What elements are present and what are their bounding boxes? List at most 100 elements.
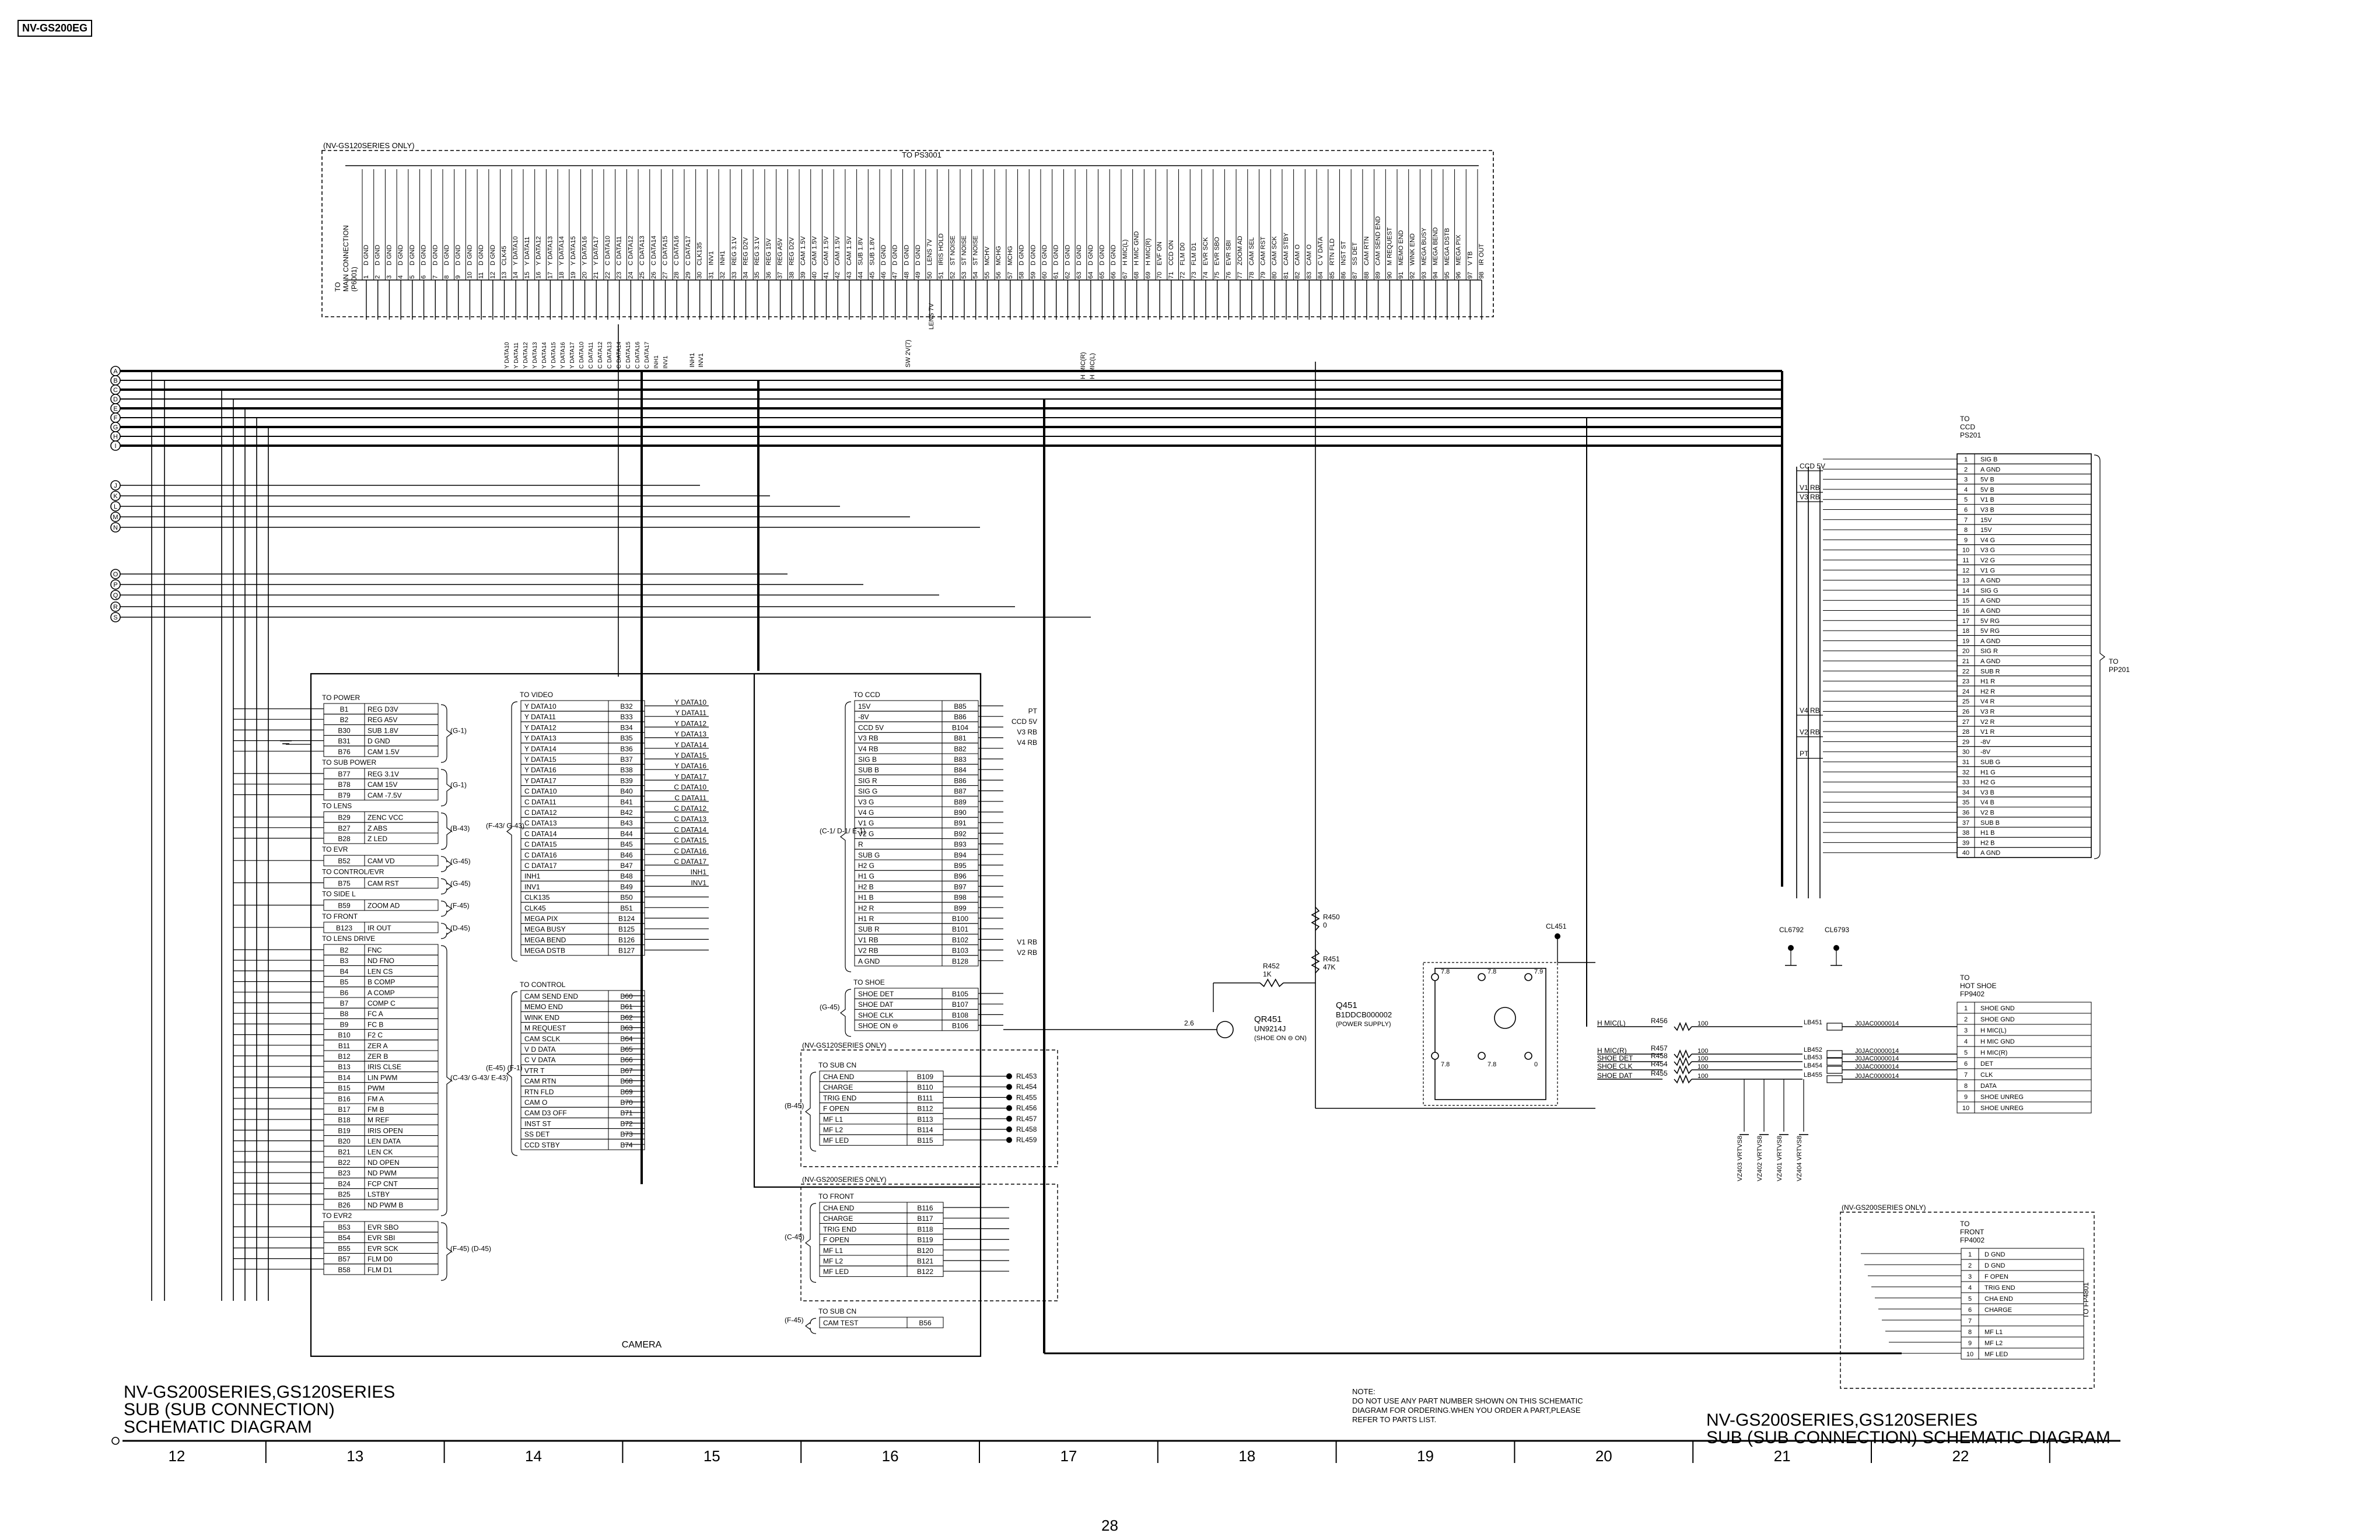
resistor-ref: R457 [1651,1044,1668,1052]
pin-number: 37 [1962,820,1969,827]
pin-number: 40 [1962,850,1969,857]
group-brace [440,901,452,917]
pin-number: 4 [1964,1038,1968,1045]
signal-name: CHA END [1985,1296,2013,1303]
connector-pin-name: MEGA BUSY [1420,228,1427,265]
connector-pin-name: CAM O [1294,244,1301,266]
bus-signal-label: Y DATA16 [560,342,566,369]
connector-pin-name: CLK135 [696,242,704,265]
output-label: Y DATA17 [674,772,706,780]
signal-name: V3 RB [858,734,878,743]
wire-label: CCD 5V [1800,462,1825,470]
bus-signal-label: Y DATA14 [541,342,548,369]
signal-cell [364,922,439,933]
connector-header: TO [1960,415,1969,423]
bead-ref: LB453 [1804,1054,1822,1061]
pin-number: B47 [620,862,633,870]
signal-name: REG D3V [368,705,398,713]
connector-pin-name: D GND [443,245,450,266]
signal-name: 5V B [1980,477,1994,484]
resistor-ref: R450 [1323,913,1340,921]
grid-number: 13 [346,1447,363,1465]
block-heading: TO POWER [322,694,360,702]
pin-number: B73 [620,1130,633,1139]
pin-number: 2 [1964,466,1968,473]
pin-number: B120 [917,1247,933,1255]
pin-number: B119 [917,1236,933,1244]
signal-name: A GND [1980,850,2000,857]
connector-side-label: PP201 [2109,666,2130,674]
page-number: 28 [1101,1517,1118,1534]
signal-name: V3 B [1980,789,1994,796]
connector-pin-name: H MIC GND [1133,231,1140,265]
connector-pin-number: 80 [1271,272,1278,279]
connector-pin-name: CCD ON [1168,240,1175,265]
output-label: V4 RB [1017,738,1037,747]
connector-pin-number: 54 [972,272,979,279]
grid-number: 17 [1060,1447,1077,1465]
pin-number: B26 [338,1201,351,1209]
signal-name: A GND [1980,578,2000,584]
varistor-label: VZ401 VRTVS8 [1776,1136,1783,1181]
connector-pin-name: FLM D0 [1180,243,1186,265]
wire-label: H MIC(L) [1597,1019,1626,1027]
pin-number: B122 [917,1268,933,1276]
bead-ref: LB452 [1804,1046,1822,1054]
cross-reference: (F-45) [785,1316,804,1324]
wire-label: PT [1800,750,1809,758]
signal-name: CAM TEST [823,1319,859,1327]
connector-pin-number: 92 [1409,272,1416,279]
pin-number: B7 [340,999,349,1007]
pin-number: B111 [918,1094,933,1102]
cross-reference: (G-45) [450,880,471,888]
signal-cell [364,746,439,757]
block-heading: TO CCD [853,691,880,699]
mosfet-pin [1478,973,1486,981]
pin-number: B20 [338,1138,351,1146]
connector-pin-number: 71 [1168,272,1175,279]
signal-name: V1 B [1980,496,1994,503]
signal-name: RTN FLD [524,1088,554,1096]
pin-number: 22 [1962,668,1969,675]
connector-pin-name: IR OUT [1478,243,1485,265]
connector-pin-name: REG A5V [777,237,784,265]
connector-pin-name: INH1 [719,251,726,265]
grid-number: 15 [704,1447,720,1465]
note-line: REFER TO PARTS LIST. [1352,1415,1437,1424]
connector-pin-number: 19 [570,272,577,279]
connector-pin-name: C DATA16 [673,236,680,265]
signal-name: ND OPEN [368,1158,400,1167]
signal-cell [1974,524,2092,535]
pin-number: B93 [954,841,967,849]
pin-number: 16 [1962,608,1969,615]
title-line: SCHEMATIC DIAGRAM [124,1418,312,1437]
output-label: C DATA13 [674,815,706,823]
pin-number: 39 [1962,839,1969,846]
bus-letter: J [114,482,117,489]
connector-pin-number: 23 [616,272,623,279]
pin-number: B4 [340,967,349,975]
connector-pin-number: 61 [1053,272,1060,279]
signal-name: C DATA11 [524,798,556,806]
bead-symbol [1826,1058,1843,1066]
varistor-label: VZ403 VRTVS8 [1737,1136,1744,1181]
connector-pin-name: CAM RST [1259,236,1266,265]
pin-number: B75 [338,879,351,887]
wire-label: INH1 [689,353,696,368]
signal-name: LEN CS [368,967,393,975]
diagram-title-right: NV-GS200SERIES,GS120SERIES SUB (SUB CONN… [1706,1412,2110,1447]
pin-number: B44 [620,830,633,838]
bus-letter: L [114,503,117,510]
pin-cell [907,1317,944,1328]
mosfet-symbol [1494,1007,1516,1029]
pin-number: B79 [338,791,351,799]
signal-cell [364,855,439,866]
signal-cell [364,1199,439,1210]
scope-frame [1840,1212,2095,1389]
connector-pin-number: 26 [650,272,657,279]
connector-pin-name: C V DATA [1317,236,1324,265]
pin-number: 3 [1964,1027,1968,1034]
group-brace [506,991,518,1156]
